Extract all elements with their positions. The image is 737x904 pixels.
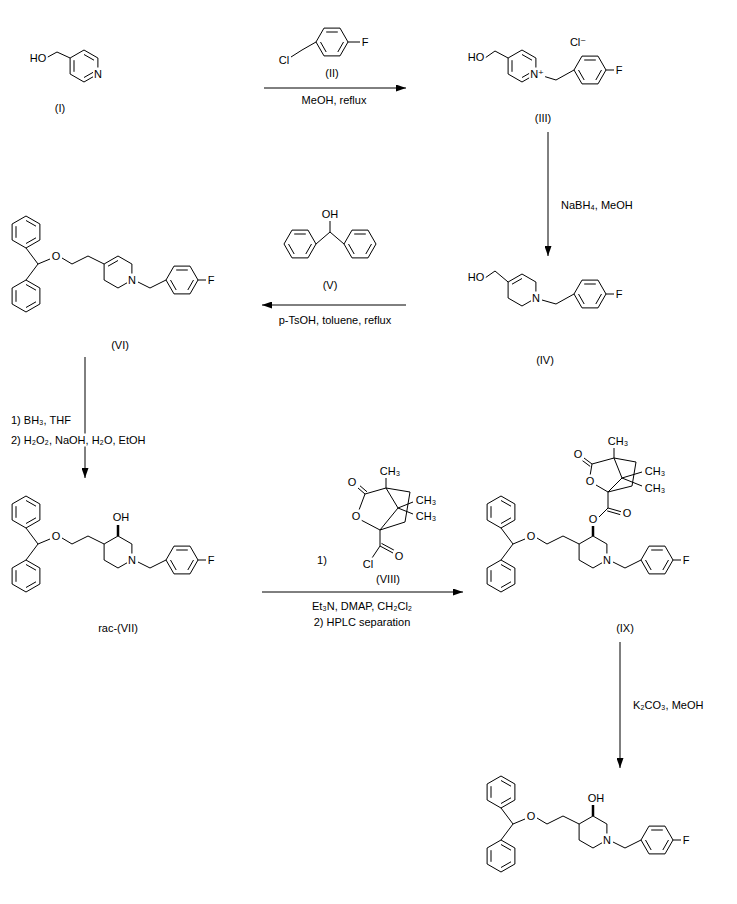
reagent-label: MeOH, reflux	[301, 94, 368, 107]
reaction-arrow	[262, 305, 406, 306]
structure-text: O	[588, 513, 599, 526]
structure-text: (IV)	[535, 354, 555, 367]
structure-text: (V)	[322, 279, 339, 292]
structure-text: F	[615, 288, 624, 301]
structure-ix	[487, 448, 681, 592]
reagent-label: K₂CO₃, MeOH	[632, 699, 704, 712]
structure-text: HO	[467, 51, 486, 64]
structure-text: rac-(VII)	[97, 622, 139, 635]
structure-text: O	[526, 810, 537, 823]
structure-text: F	[361, 36, 370, 49]
structure-text: O	[573, 448, 584, 461]
structure-text: HO	[467, 271, 486, 284]
compound: HO N⁺ Cl⁻ F (III)	[408, 25, 640, 130]
structure-text: N	[127, 274, 137, 287]
compound: OH (V)	[282, 195, 382, 295]
structure-text: CH₃	[379, 465, 401, 478]
structure-text: N⁺	[529, 68, 545, 81]
structure-vi	[12, 216, 206, 312]
structure-viii	[358, 478, 413, 558]
reaction-arrow	[85, 357, 86, 478]
compound: HO N F (IV)	[408, 258, 640, 370]
structure-text: (IX)	[615, 622, 635, 635]
structure-text: N	[602, 554, 612, 567]
structure-text: O	[526, 530, 537, 543]
compound: O O CH₃ CH₃ CH₃ O Cl(VIII)	[335, 462, 440, 588]
structure-iii	[485, 50, 614, 84]
compound: OH O N F	[465, 770, 735, 900]
structure-text: F	[615, 64, 624, 77]
structure-text: HO	[29, 52, 48, 65]
structure-text: F	[682, 554, 691, 567]
structure-text: O	[351, 510, 362, 523]
structure-text: (VI)	[110, 339, 130, 352]
compound: CH₃ O CH₃ O CH₃ O O O N F (IX)	[465, 430, 735, 640]
structure-text: N	[531, 292, 541, 305]
structure-text: F	[207, 274, 216, 287]
structure-text: O	[51, 250, 62, 263]
structure-text: F	[207, 554, 216, 567]
compound: O OH N Frac-(VII)	[5, 480, 260, 640]
reagent-label: p-TsOH, toluene, reflux	[278, 314, 393, 327]
reagent-label: 2) HPLC separation	[313, 616, 412, 629]
structure-text: OH	[321, 208, 340, 221]
structure-text: (II)	[324, 67, 339, 80]
compound: O N F (VI)	[5, 205, 260, 355]
structure-text: CH₃	[644, 465, 666, 478]
structure-text: OH	[587, 792, 606, 805]
structure-text: N	[93, 68, 103, 81]
reaction-arrow	[548, 132, 549, 256]
structure-text: CH₃	[607, 435, 629, 448]
structure-text: CH₃	[644, 482, 666, 495]
reagent-label: Et₃N, DMAP, CH₂Cl₂	[311, 600, 413, 613]
structure-text: Cl	[278, 54, 290, 67]
structure-text: O	[347, 476, 358, 489]
structure-text: N	[127, 554, 137, 567]
structure-text: F	[682, 834, 691, 847]
structure-text: O	[394, 550, 405, 563]
structure-text: N	[602, 834, 612, 847]
reagent-label: 1)	[316, 554, 328, 567]
structure-i	[46, 50, 98, 82]
structure-text: (I)	[54, 102, 66, 115]
structure-text: OH	[112, 511, 131, 524]
compound: Cl F (II)	[272, 15, 377, 82]
compound: HO N (I)	[10, 20, 262, 125]
structure-text: Cl	[362, 558, 374, 571]
structure-text: CH₃	[415, 510, 437, 523]
reaction-arrow	[620, 642, 621, 768]
reagent-label: 1) BH₃, THF	[10, 414, 72, 427]
structure-text: O	[622, 507, 633, 520]
structure-product	[487, 776, 681, 872]
structure-text: (III)	[534, 112, 553, 125]
structure-v	[284, 221, 376, 258]
structure-text: O	[51, 530, 62, 543]
reaction-arrow	[264, 88, 406, 89]
structure-text: O	[585, 475, 596, 488]
structure-text: Cl⁻	[569, 36, 587, 49]
structure-ii	[291, 28, 360, 57]
structure-vii	[12, 496, 206, 592]
structure-text: CH₃	[415, 494, 437, 507]
reagent-label: 2) H₂O₂, NaOH, H₂O, EtOH	[10, 434, 146, 447]
reagent-label: NaBH₄, MeOH	[560, 199, 634, 212]
reaction-arrow	[262, 592, 463, 593]
structure-text: (VIII)	[375, 573, 401, 586]
structure-iv	[485, 271, 614, 308]
